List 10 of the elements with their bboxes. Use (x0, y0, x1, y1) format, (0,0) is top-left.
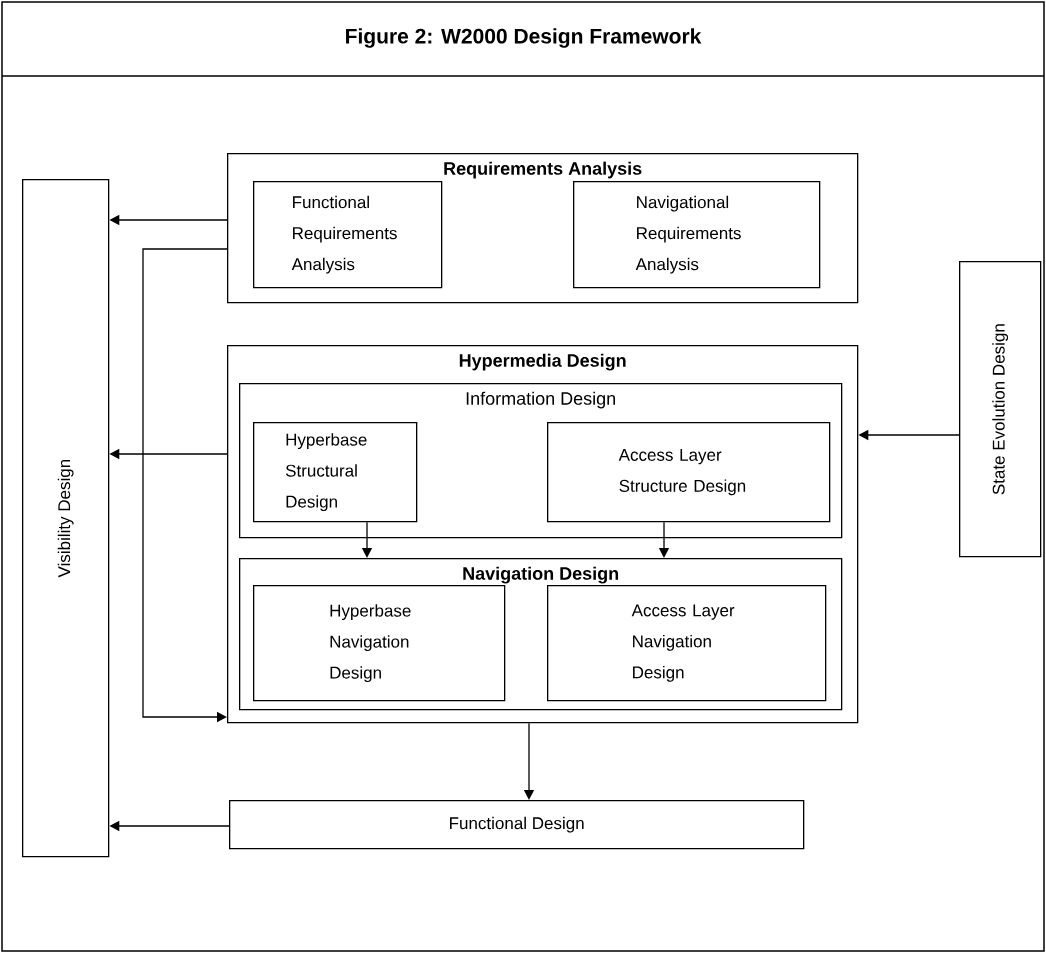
process-box: Visibility Design (22, 179, 110, 858)
process-box: Navigational Requirements Analysis (573, 181, 821, 289)
process-box: Hyperbase Navigation Design (253, 585, 506, 702)
figure-title: Figure 2: W2000 Design Framework (346, 28, 702, 48)
process-box: State Evolution Design (959, 261, 1042, 558)
process-box: Functional Requirements Analysis (253, 181, 443, 289)
process-box: Access Layer Structure Design (547, 422, 831, 523)
process-box: Hyperbase Structural Design (253, 422, 418, 523)
process-box: Functional Design (229, 800, 805, 850)
process-box: Access Layer Navigation Design (547, 585, 827, 702)
